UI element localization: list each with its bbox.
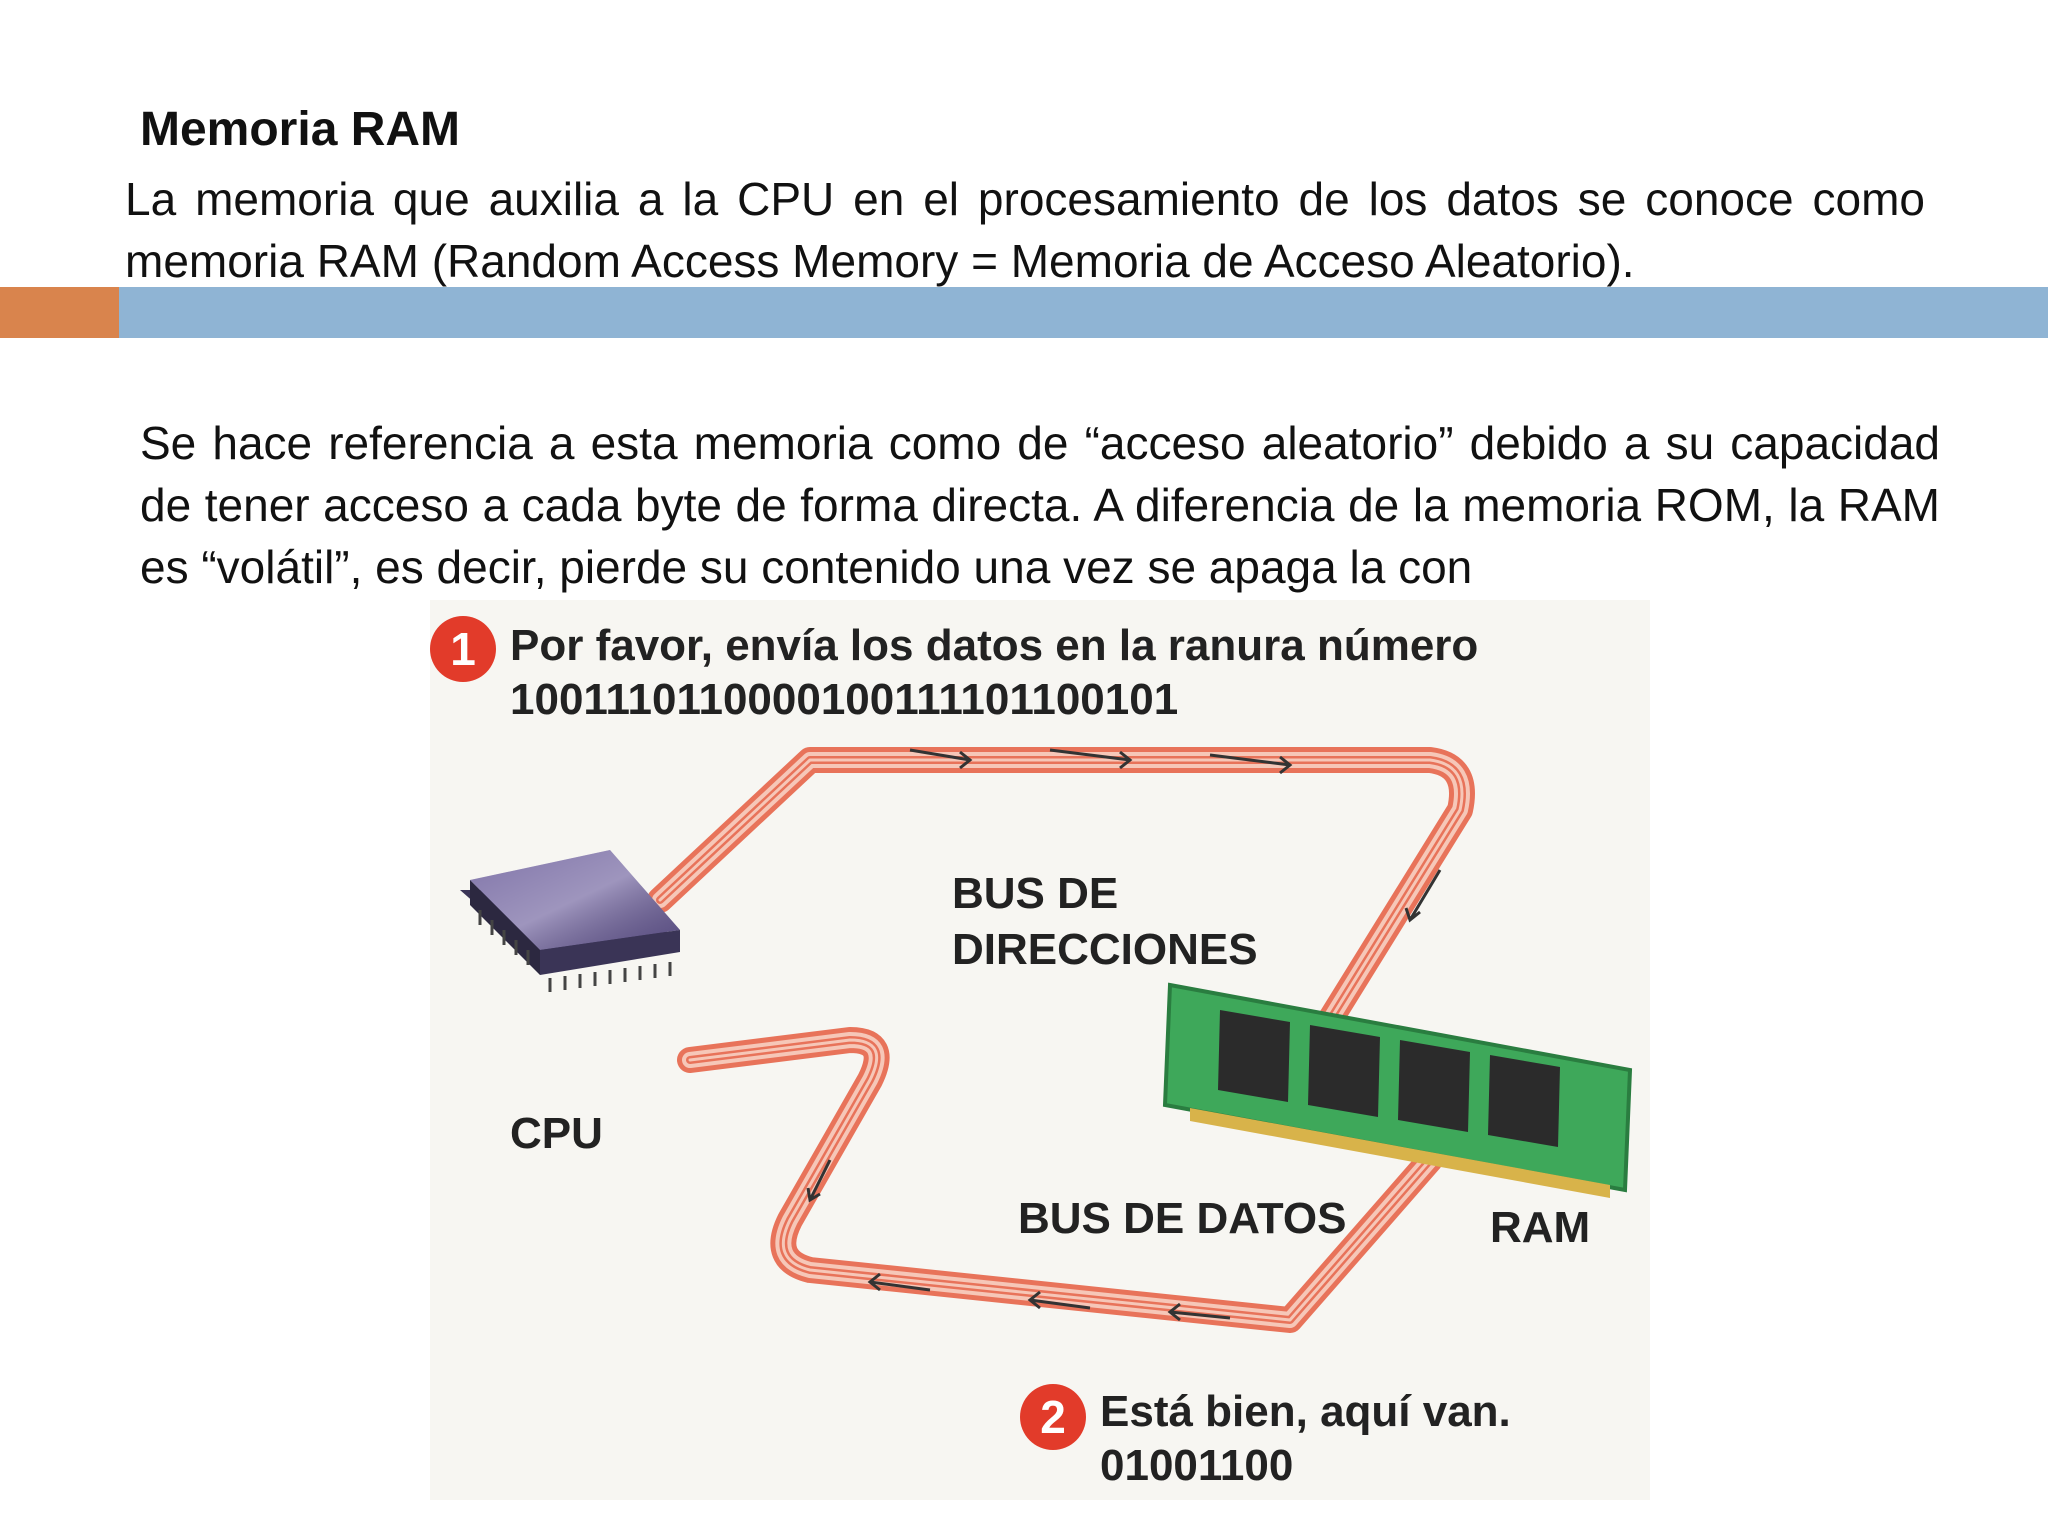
bus-illustration (460, 747, 1633, 1333)
arrow-down-icon (1404, 869, 1442, 923)
accent-bar-orange (0, 287, 119, 338)
step-2-binary: 01001100 (1100, 1441, 1294, 1490)
data-bus-label: BUS DE DATOS (1018, 1194, 1347, 1243)
address-bus-label-line2: DIRECCIONES (952, 925, 1258, 974)
arrow-right-icon (909, 748, 973, 770)
ram-label: RAM (1490, 1203, 1591, 1252)
ram-module-icon (1162, 982, 1633, 1198)
step-2-text: Está bien, aquí van. (1100, 1387, 1511, 1436)
address-bus-label-line1: BUS DE (952, 869, 1119, 918)
step-2-badge: 2 (1020, 1384, 1086, 1450)
arrow-right-icon (1049, 748, 1133, 770)
arrow-left-icon (867, 1272, 931, 1292)
cpu-label: CPU (510, 1109, 603, 1158)
data-bus (677, 1027, 1443, 1333)
step-1-text: Por favor, envía los datos en la ranura … (510, 621, 1479, 670)
paragraph-random-access: Se hace referencia a esta memoria como d… (140, 417, 1940, 593)
arrow-down-icon (806, 1159, 832, 1203)
paragraph-ram-definition: La memoria que auxilia a la CPU en el pr… (125, 173, 1925, 287)
cpu-chip-icon (460, 850, 680, 992)
step-1-binary: 1001110110000100111101100101 (510, 675, 1179, 724)
arrow-left-icon (1027, 1290, 1091, 1310)
arrow-right-icon (1209, 753, 1293, 775)
step-1-badge: 1 (430, 616, 496, 682)
arrow-left-icon (1167, 1302, 1231, 1322)
address-bus (647, 747, 1475, 1033)
accent-bar-blue (119, 287, 2048, 338)
cpu-ram-bus-diagram: 1 Por favor, envía los datos en la ranur… (430, 600, 1650, 1500)
slide-title: Memoria RAM (140, 103, 461, 156)
